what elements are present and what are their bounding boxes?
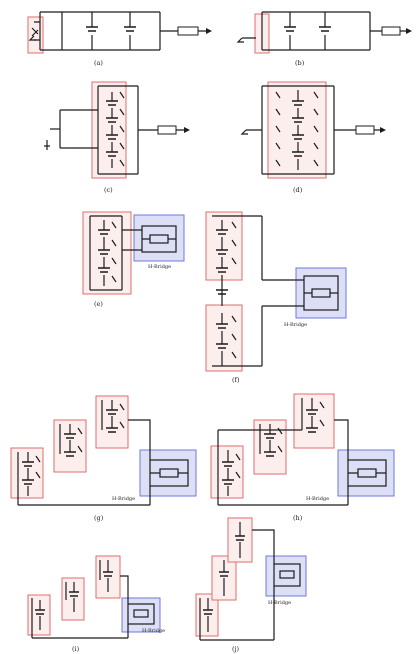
ground-arrow [28,35,36,41]
module-box-1 [195,593,219,637]
panel-g: H-Bridge (g) [10,395,197,522]
panel-label: (d) [293,186,303,194]
load-resistor [381,26,401,36]
panel-a: (a) [27,11,212,67]
panel-label: (f) [232,376,240,384]
h-bridge-label: H-Bridge [284,322,307,328]
panel-label: (e) [94,300,103,308]
h-bridge-label: H-Bridge [268,600,291,606]
module-box [82,211,132,295]
output-arrow [184,127,190,133]
module-box-1 [210,445,244,499]
module-box-2 [61,577,85,621]
panel-i: H-Bridge (i) [27,555,165,653]
load-resistor [177,26,199,36]
module-box [27,16,44,54]
panel-label: (b) [295,59,305,67]
panel-label: (a) [94,59,103,67]
panel-d: (d) [240,81,386,194]
module-box-bottom [205,304,243,372]
load-resistor [355,125,375,135]
module-box [91,81,127,179]
panel-label: (h) [293,514,303,522]
panel-h: H-Bridge (h) [210,393,395,522]
h-bridge-label: H-Bridge [148,264,171,270]
panel-label: (c) [104,186,113,194]
h-bridge-label: H-Bridge [306,496,329,502]
panel-f: H-Bridge (f) [205,211,347,384]
panel-label: (i) [72,645,80,653]
panel-e: H-Bridge (e) [82,211,185,308]
module-box-1 [27,594,51,636]
panel-c: (c) [44,81,190,194]
panel-j: H-Bridge (j) [195,517,307,653]
h-bridge-label: H-Bridge [142,628,165,634]
module-box-3 [293,393,335,449]
h-bridge-box [265,555,307,597]
load-resistor [157,125,177,135]
panel-label: (j) [232,645,240,653]
module-box-1 [10,447,44,499]
module-box-top [205,211,243,281]
output-arrow [380,127,386,133]
h-bridge-label: H-Bridge [112,496,135,502]
output-arrow [406,28,412,34]
panel-label: (g) [94,514,104,522]
panel-b: (b) [236,11,412,67]
output-arrow [206,28,212,34]
